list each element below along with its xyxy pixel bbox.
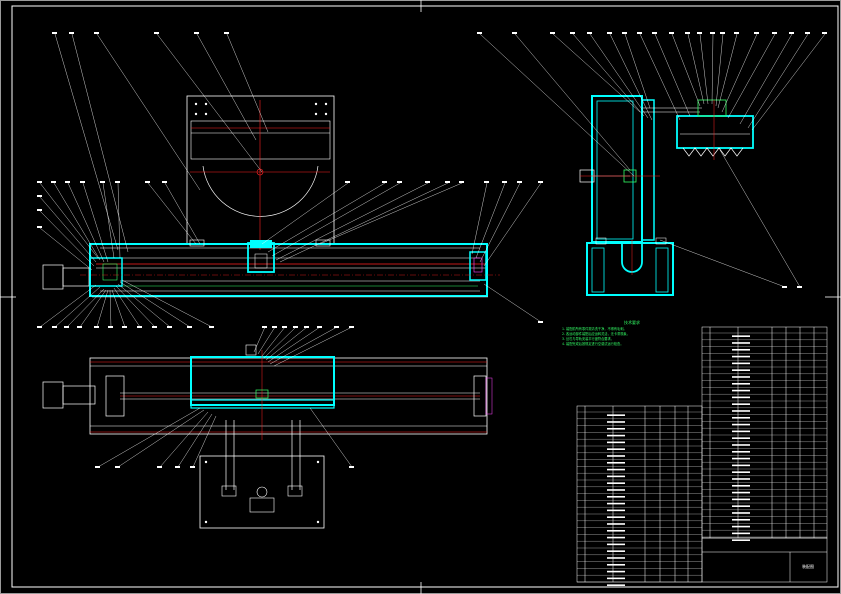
mount-plate-top — [199, 455, 325, 529]
parts-list-cell-text — [607, 495, 625, 498]
parts-list-cell-text — [732, 450, 750, 453]
drive-motor-front — [42, 264, 64, 290]
drive-motor-top — [42, 381, 64, 409]
drawing-title: 装配图 — [802, 563, 814, 569]
parts-list-cell-text — [607, 489, 625, 491]
parts-list-cell-text — [732, 410, 750, 412]
parts-list-cell-text — [732, 362, 750, 365]
parts-list-cell-text — [732, 478, 750, 480]
parts-list-cell-text — [732, 457, 750, 460]
parts-list-cell-text — [732, 369, 750, 371]
parts-list-cell-text — [732, 342, 750, 344]
parts-list-cell-text — [607, 441, 625, 444]
parts-list-cell-text — [732, 403, 750, 405]
parts-list-cell-text — [607, 557, 625, 559]
parts-list-cell-text — [607, 509, 625, 512]
parts-list-cell-text — [607, 550, 625, 552]
parts-list-cell-text — [607, 536, 625, 539]
parts-list-cell-text — [732, 382, 750, 385]
parts-list-cell-text — [732, 335, 750, 337]
parts-list-cell-text — [732, 423, 750, 426]
leaders-side — [479, 33, 826, 288]
parts-list-cell-text — [607, 421, 625, 423]
parts-list-cell-text — [607, 427, 625, 430]
parts-list-cell-text — [607, 448, 625, 450]
parts-list-cell-text — [607, 529, 625, 532]
top-view — [42, 344, 493, 529]
part-balloons-side — [477, 32, 827, 288]
leaders-front — [39, 33, 542, 328]
parts-list-cell-text — [607, 482, 625, 484]
parts-list-cell-text — [607, 475, 625, 478]
parts-list-cell-text — [732, 505, 750, 507]
parts-list-cell-text — [732, 525, 750, 528]
parts-list-cell-text — [732, 396, 750, 399]
parts-list-cell-text — [607, 516, 625, 518]
technical-note-line: 4. 装配完成后按规定进行空载试运行检查。 — [562, 342, 624, 346]
parts-list-cell-text — [732, 532, 750, 535]
column-side — [591, 95, 643, 243]
front-view — [42, 95, 500, 298]
parts-list-cell-text — [732, 416, 750, 419]
parts-list-cell-text — [607, 543, 625, 546]
leaders-top — [97, 326, 353, 468]
technical-note-line: 1. 装配前所有零件需清洗干净，不得有毛刺。 — [562, 327, 627, 331]
parts-list-cell-text — [732, 376, 750, 378]
parts-list-cell-text — [732, 437, 750, 439]
parts-list-cell-text — [607, 455, 625, 457]
parts-list-cell-text — [607, 468, 625, 471]
parts-list-cell-text — [732, 444, 750, 446]
parts-list-cell-text — [732, 484, 750, 487]
part-balloons-top — [95, 326, 354, 468]
parts-list-cell-text — [732, 348, 750, 351]
parts-list-cell-text — [732, 355, 750, 358]
parts-list-cell-text — [607, 414, 625, 416]
parts-list-cell-text — [732, 518, 750, 521]
guide-rail-front — [89, 243, 488, 297]
technical-notes-title: 技术要求 — [624, 320, 640, 325]
gripper-head-side — [676, 115, 754, 149]
title-block-text: 装配图 — [802, 563, 814, 569]
parts-list-cell-text — [732, 539, 750, 541]
technical-notes: 技术要求 1. 装配前所有零件需清洗干净，不得有毛刺。 2. 各运动部件装配后应… — [562, 320, 702, 347]
technical-note-line: 3. 丝杠与导轨安装平行度符合要求。 — [562, 337, 614, 341]
parts-list-cell-text — [732, 430, 750, 433]
technical-note-line: 2. 各运动部件装配后应运转灵活，无卡滞现象。 — [562, 332, 630, 336]
part-balloons-front — [37, 32, 543, 328]
side-view — [579, 95, 754, 296]
parts-list-cell-text — [607, 502, 625, 505]
parts-list-cell-text — [607, 461, 625, 464]
carriage-top — [190, 356, 335, 406]
parts-list-cell-text — [607, 570, 625, 573]
parts-list-cell-text — [732, 498, 750, 501]
parts-list-cell-text — [607, 523, 625, 525]
parts-list-cell-text — [732, 471, 750, 473]
parts-list-cell-text — [732, 389, 750, 392]
parts-list-rows — [577, 332, 827, 586]
parts-list-cell-text — [732, 464, 750, 467]
parts-list-cell-text — [607, 577, 625, 580]
parts-list-cell-text — [607, 584, 625, 586]
parts-list-cell-text — [732, 512, 750, 514]
parts-list-cell-text — [607, 563, 625, 566]
base-side — [586, 242, 674, 296]
parts-list-cell-text — [607, 434, 625, 437]
parts-list-cell-text — [732, 491, 750, 494]
